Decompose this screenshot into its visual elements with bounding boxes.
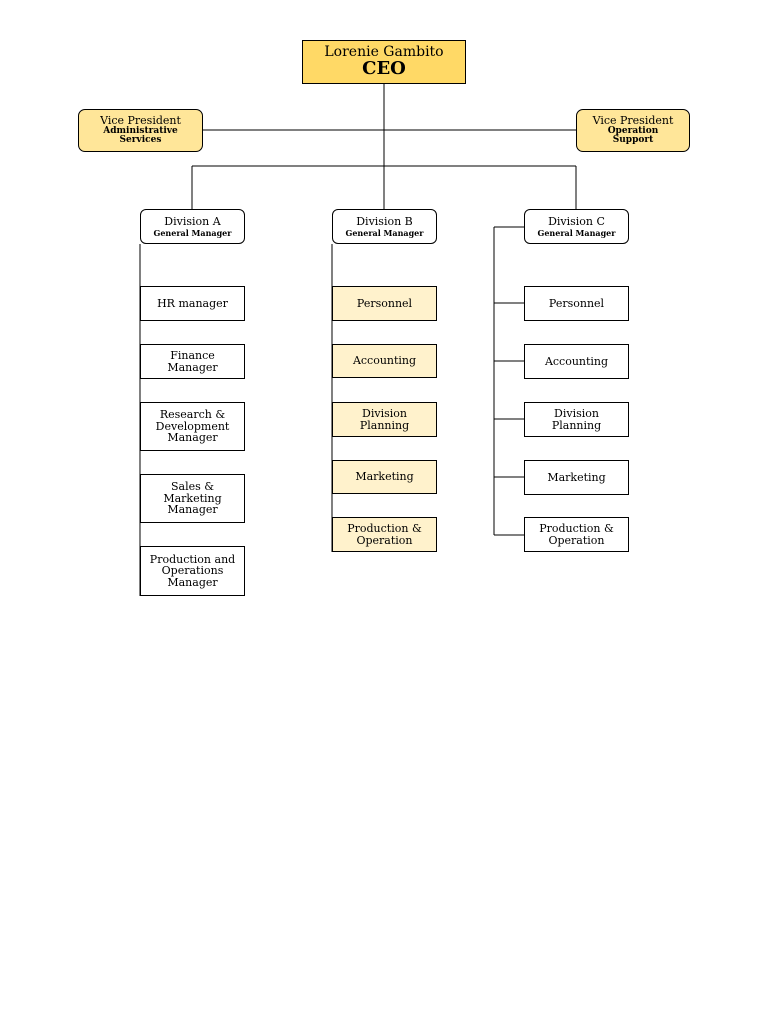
unit-label: Research & [159, 408, 226, 422]
unit-label: Manager [167, 431, 218, 445]
division-b-unit: Marketing [332, 460, 437, 494]
unit-label: Finance [170, 348, 215, 362]
division-c-name: Division C [548, 215, 605, 229]
division-b-unit: Division Planning [332, 402, 437, 437]
ceo-title: CEO [362, 58, 406, 80]
vp-administrative-services-box: Vice President Administrative Services [78, 109, 203, 152]
unit-label: Accounting [544, 354, 609, 368]
ceo-name: Lorenie Gambito [324, 43, 444, 60]
unit-label: Development [155, 419, 230, 433]
division-c-unit: Production & Operation [524, 517, 629, 552]
unit-label: Personnel [548, 296, 605, 310]
vp-ops-line2: Operation [607, 125, 659, 136]
division-b-unit: Personnel [332, 286, 437, 321]
division-a-name: Division A [164, 215, 221, 229]
division-c-unit: Division Planning [524, 402, 629, 437]
unit-label: Manager [167, 360, 218, 374]
unit-label: Planning [359, 418, 410, 432]
division-a-unit: HR manager [140, 286, 245, 321]
vp-operation-support-box: Vice President Operation Support [576, 109, 690, 152]
division-a-box: Division A General Manager [140, 209, 245, 244]
unit-label: Marketing [163, 491, 222, 505]
unit-label: HR manager [157, 296, 228, 310]
vp-ops-line3: Support [612, 135, 654, 146]
division-c-unit: Personnel [524, 286, 629, 321]
division-b-unit: Production & Operation [332, 517, 437, 552]
unit-label: Operations [161, 564, 224, 578]
unit-label: Accounting [352, 354, 417, 368]
division-a-unit: Research & Development Manager [140, 402, 245, 451]
division-b-unit: Accounting [332, 344, 437, 378]
unit-label: Division [362, 406, 407, 420]
unit-label: Marketing [547, 470, 606, 484]
ceo-box: Lorenie Gambito CEO [302, 40, 466, 84]
division-b-role: General Manager [345, 227, 424, 238]
division-a-unit: Sales & Marketing Manager [140, 474, 245, 523]
vp-admin-line3: Services [119, 135, 162, 146]
vp-ops-line1: Vice President [592, 114, 674, 128]
unit-label: Production & [347, 521, 422, 535]
unit-label: Sales & [170, 480, 215, 494]
unit-label: Operation [356, 533, 413, 547]
unit-label: Division [554, 406, 599, 420]
unit-label: Production & [539, 521, 614, 535]
unit-label: Operation [548, 533, 605, 547]
division-b-name: Division B [356, 215, 413, 229]
division-a-role: General Manager [153, 227, 232, 238]
division-c-role: General Manager [537, 227, 616, 238]
division-c-box: Division C General Manager [524, 209, 629, 244]
vp-admin-line1: Vice President [100, 114, 181, 128]
unit-label: Manager [167, 575, 218, 589]
unit-label: Planning [551, 418, 602, 432]
division-a-unit: Finance Manager [140, 344, 245, 379]
division-c-unit: Accounting [524, 344, 629, 379]
division-a-unit: Production and Operations Manager [140, 546, 245, 596]
division-b-box: Division B General Manager [332, 209, 437, 244]
unit-label: Manager [167, 503, 218, 517]
unit-label: Personnel [356, 296, 413, 310]
division-c-unit: Marketing [524, 460, 629, 495]
vp-admin-line2: Administrative [103, 125, 178, 136]
unit-label: Marketing [355, 470, 414, 484]
unit-label: Production and [149, 552, 236, 566]
